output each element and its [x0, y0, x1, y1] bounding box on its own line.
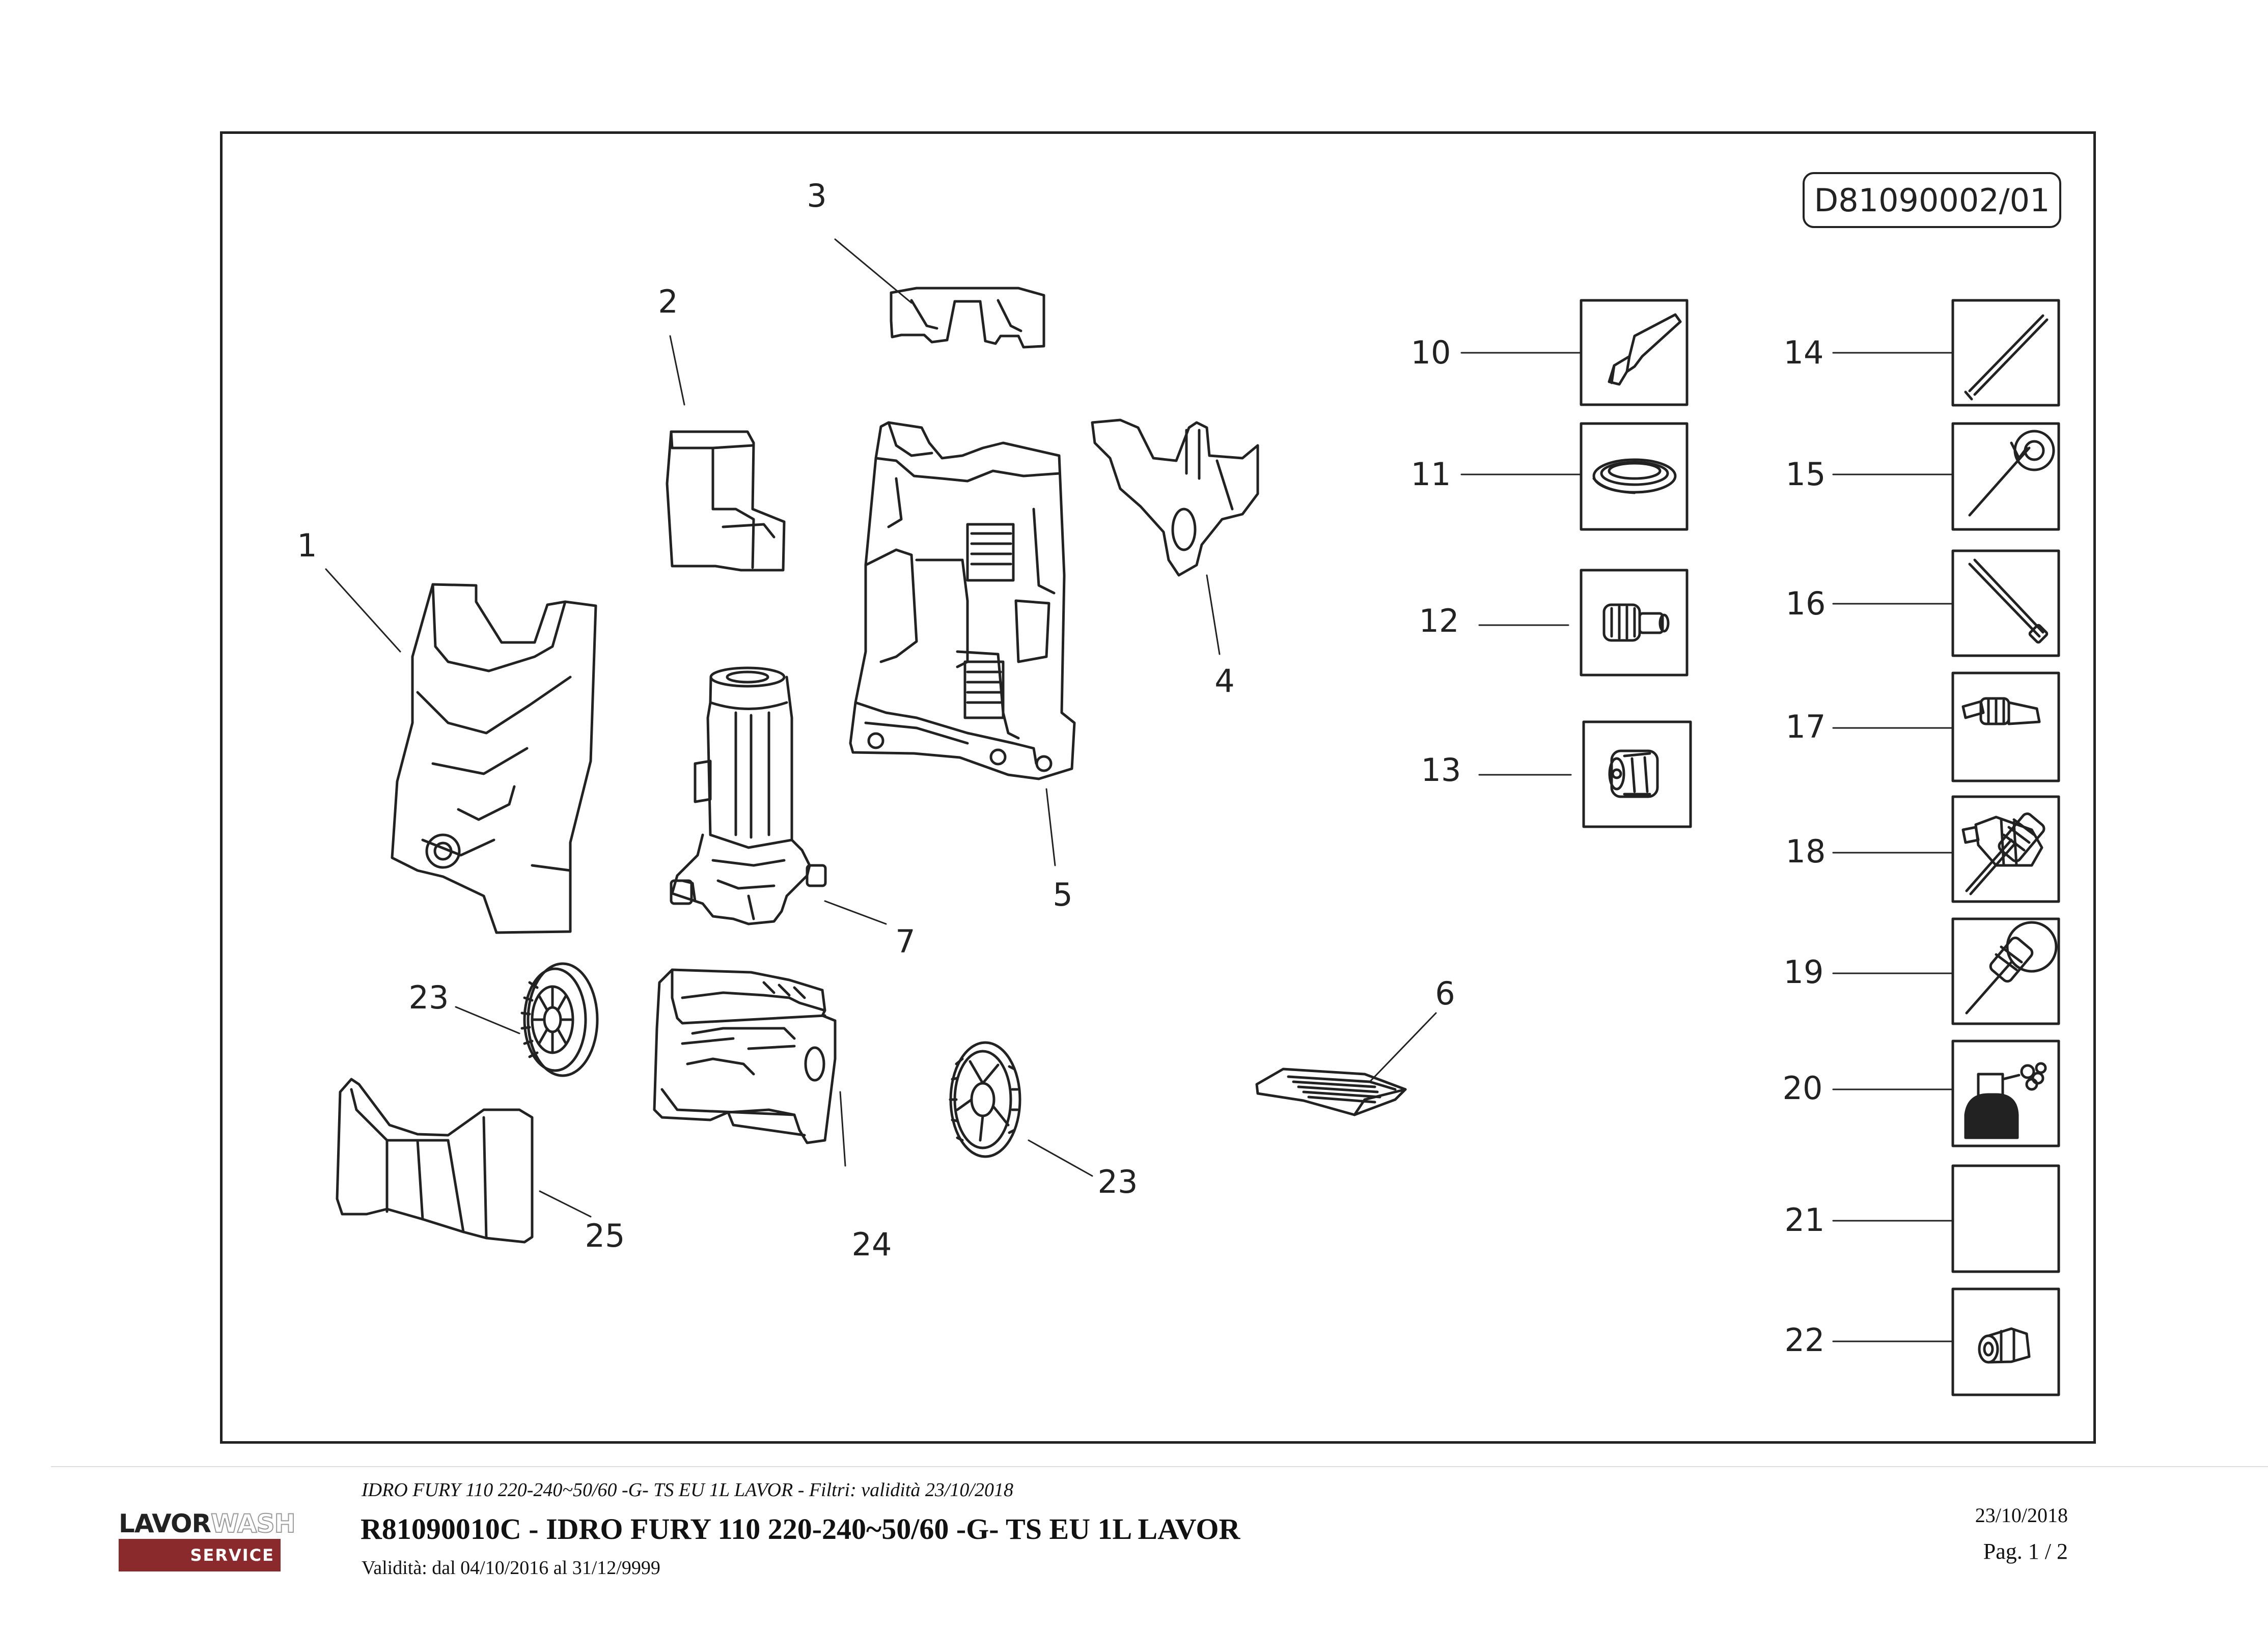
callout-21: 21: [1784, 1201, 1825, 1239]
leader-lines: [325, 238, 1954, 1342]
callout-25: 25: [585, 1217, 625, 1254]
icon-adjustable-lance: [1968, 558, 2049, 644]
callout-15: 15: [1785, 456, 1826, 493]
callout-17: 17: [1785, 708, 1826, 745]
footer-subtitle: IDRO FURY 110 220-240~50/60 -G- TS EU 1L…: [362, 1479, 1013, 1501]
part-hose-holder: [1091, 418, 1259, 577]
icon-quick-coupler: [1602, 603, 1670, 642]
icon-brush: [1965, 812, 2045, 895]
callout-23-right: 23: [1097, 1163, 1138, 1200]
callout-16: 16: [1785, 585, 1826, 622]
footer-divider: [51, 1466, 2268, 1467]
drawing-code-box: D81090002/01: [1803, 172, 2061, 228]
callout-1: 1: [297, 527, 317, 564]
callout-3: 3: [807, 177, 827, 214]
icon-nozzle: [1961, 697, 2041, 725]
footer-date: 23/10/2018: [1975, 1504, 2068, 1527]
part-side-cover: [666, 430, 786, 572]
callout-7: 7: [895, 923, 916, 960]
icon-lance: [1964, 314, 2049, 401]
part-wheel-right: [949, 1041, 1021, 1158]
icon-spray-gun: [1608, 313, 1682, 386]
icon-hose-reel: [1592, 458, 1677, 494]
part-wheel-left: [520, 962, 599, 1077]
icon-foam-bottle: [1964, 1062, 2047, 1139]
icon-rotating-lance: [1968, 430, 2055, 517]
part-motor-pump: [670, 666, 827, 925]
callout-10: 10: [1410, 334, 1451, 371]
callout-24: 24: [851, 1226, 892, 1263]
callout-13: 13: [1421, 751, 1461, 789]
callout-11: 11: [1410, 456, 1451, 493]
part-filter-pad: [1255, 1068, 1407, 1116]
accessory-boxes: [1580, 299, 2060, 1396]
callout-20: 20: [1782, 1070, 1823, 1107]
callout-12: 12: [1419, 602, 1459, 639]
footer-title: R81090010C - IDRO FURY 110 220-240~50/60…: [361, 1512, 1240, 1546]
lavorwash-service-logo: LAVORWASH SERVICE: [119, 1509, 296, 1571]
logo-service-bar: SERVICE: [119, 1539, 281, 1571]
icon-garden-connector: [1608, 749, 1659, 798]
footer-page-number: Pag. 1 / 2: [1983, 1539, 2068, 1564]
callout-6: 6: [1435, 975, 1455, 1012]
logo-wordmark: LAVORWASH: [119, 1509, 296, 1538]
part-rear-cover: [336, 1078, 534, 1244]
callout-18: 18: [1785, 833, 1826, 870]
callout-5: 5: [1053, 876, 1073, 913]
part-base: [653, 968, 837, 1144]
icon-rotating-brush: [1965, 921, 2058, 1015]
callout-4: 4: [1214, 662, 1235, 699]
part-handle-top: [890, 287, 1045, 349]
callout-2: 2: [658, 283, 678, 320]
footer-validity: Validità: dal 04/10/2016 al 31/12/9999: [362, 1557, 660, 1579]
callout-14: 14: [1783, 334, 1824, 371]
callout-23-left: 23: [408, 979, 449, 1016]
icon-hose-adapter: [1978, 1327, 2031, 1364]
callout-19: 19: [1783, 953, 1824, 991]
drawing-frame: [220, 131, 2096, 1444]
part-front-cover: [391, 583, 597, 934]
part-main-frame: [849, 421, 1076, 780]
callout-22: 22: [1784, 1322, 1825, 1359]
